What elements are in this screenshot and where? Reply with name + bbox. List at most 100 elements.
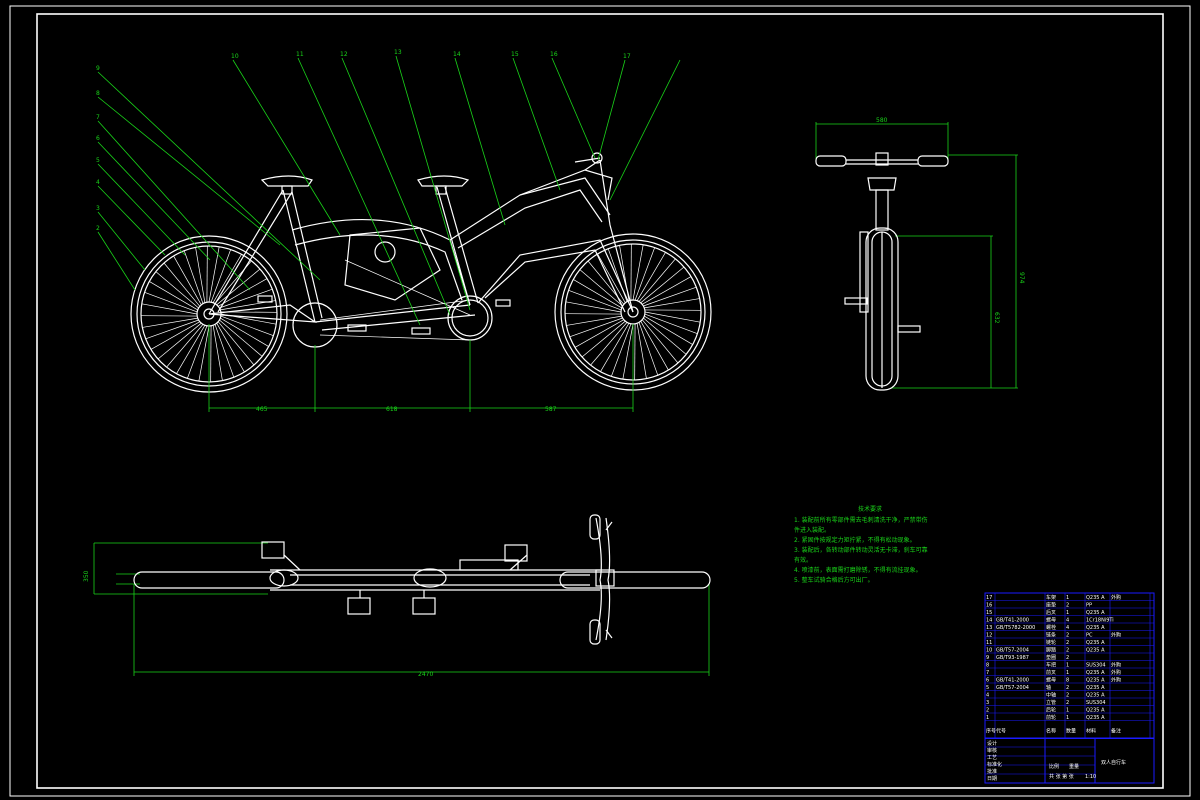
bom-cell-mat: Q235 A	[1086, 610, 1105, 616]
balloon-label: 15	[511, 51, 519, 58]
bom-cell-no: 7	[986, 670, 989, 676]
balloon-label: 3	[96, 205, 100, 212]
note-line: 1. 装配前所有零部件需去毛刺清洗干净，严禁带伤	[794, 516, 928, 524]
dim-side-front: 587	[545, 406, 557, 413]
bom-cell-note: 外购	[1111, 632, 1121, 639]
bom-cell-mat: PC	[1086, 633, 1093, 639]
bom-cell-qty: 2	[1066, 633, 1069, 639]
bom-cell-mat: Q235 A	[1086, 708, 1105, 714]
bom-cell-name: 链轮	[1046, 639, 1056, 646]
dim-front-wheel: 632	[993, 312, 1000, 324]
bom-cell-mat: SUS304	[1086, 700, 1106, 706]
balloon-label: 13	[394, 49, 402, 56]
balloon-label: 10	[231, 53, 239, 60]
bom-cell-qty: 1	[1066, 663, 1069, 669]
bom-cell-no: 13	[986, 625, 992, 631]
bom-cell-note: 外购	[1111, 594, 1121, 601]
bom-cell-no: 2	[986, 708, 989, 714]
bom-cell-no: 17	[986, 595, 992, 601]
title-label: 标准化	[987, 761, 1002, 768]
bom-cell-qty: 1	[1066, 708, 1069, 714]
bom-header-no: 序号	[986, 728, 996, 735]
bom-cell-name: 螺母	[1046, 677, 1056, 684]
note-line: 件进入装配。	[794, 526, 830, 534]
bom-cell-mat: Q235 A	[1086, 625, 1105, 631]
bom-cell-qty: 1	[1066, 595, 1069, 601]
bom-cell-qty: 2	[1066, 700, 1069, 706]
balloon-label: 12	[340, 51, 348, 58]
dim-side-rear: 465	[256, 406, 268, 413]
bom-cell-qty: 2	[1066, 685, 1069, 691]
drawing-name: 双人自行车	[1101, 759, 1126, 766]
bom-cell-name: 后叉	[1046, 609, 1056, 616]
bom-cell-name: 螺母	[1046, 617, 1056, 624]
bom-cell-name: 座垫	[1046, 602, 1056, 609]
note-line: 5. 整车试骑合格后方可出厂。	[794, 576, 874, 584]
bom-header-name: 名称	[1046, 728, 1056, 735]
title-label: 批准	[987, 768, 997, 775]
balloon-label: 14	[453, 51, 461, 58]
bom-cell-mat: Q235 A	[1086, 670, 1105, 676]
bom-cell-code: GB/T41-2000	[996, 618, 1029, 624]
dim-top-length: 2470	[418, 671, 433, 678]
dim-front-width: 580	[876, 117, 888, 124]
bom-cell-code: GB/T57-2004	[996, 685, 1029, 691]
balloon-label: 17	[623, 53, 631, 60]
bom-cell-name: 脚踏	[1046, 647, 1056, 654]
front-view: 580 974 632	[815, 117, 1025, 391]
bom-cell-no: 15	[986, 610, 992, 616]
dim-top-width: 350	[83, 570, 90, 582]
balloon-label: 4	[96, 179, 100, 186]
bom-cell-qty: 2	[1066, 640, 1069, 646]
bom-cell-note: 外购	[1111, 677, 1121, 684]
bom-header-mat: 材料	[1086, 728, 1096, 735]
bom-cell-mat: Q235 A	[1086, 693, 1105, 699]
note-line: 有效。	[794, 556, 812, 564]
bom-cell-no: 16	[986, 603, 992, 609]
bom-cell-qty: 2	[1066, 655, 1069, 661]
bom-cell-qty: 8	[1066, 678, 1069, 684]
title-label: 工艺	[987, 755, 997, 761]
scale-value: 1:10	[1085, 774, 1096, 780]
bom-cell-qty: 1	[1066, 715, 1069, 721]
bom-cell-note: 外购	[1111, 662, 1121, 669]
bom-cell-no: 14	[986, 618, 992, 624]
balloon-label: 7	[96, 114, 100, 121]
bom-cell-no: 5	[986, 685, 989, 691]
bom-cell-no: 4	[986, 693, 989, 699]
bom-cell-no: 9	[986, 655, 989, 661]
balloon-label: 16	[550, 51, 558, 58]
balloon-label: 5	[96, 157, 100, 164]
bom-cell-mat: PP	[1086, 603, 1092, 609]
bom-cell-no: 12	[986, 633, 992, 639]
bom-cell-mat: Q235 A	[1086, 715, 1105, 721]
balloon-label: 6	[96, 135, 100, 142]
title-label: 设计	[987, 740, 997, 747]
notes-title: 技术要求	[858, 505, 882, 513]
bom-cell-no: 8	[986, 663, 989, 669]
bom-cell-mat: Q235 A	[1086, 640, 1105, 646]
bom-cell-mat: SUS304	[1086, 663, 1106, 669]
bom-cell-name: 前轮	[1046, 714, 1056, 721]
bom-cell-name: 中轴	[1046, 692, 1056, 699]
sheet-label: 共 张 第 张	[1049, 773, 1074, 780]
balloon-label: 11	[296, 51, 304, 58]
bom-cell-name: 轴	[1046, 684, 1051, 691]
bom-cell-name: 后轮	[1046, 707, 1056, 714]
title-label: 日期	[987, 776, 997, 782]
bom-cell-no: 1	[986, 715, 989, 721]
top-view: 2470 350	[83, 514, 711, 678]
bom-cell-no: 3	[986, 700, 989, 706]
bom-cell-qty: 2	[1066, 648, 1069, 654]
bom-cell-mat: Q235 A	[1086, 595, 1105, 601]
bom-header-code: 代号	[996, 728, 1006, 735]
bom-cell-note: 外购	[1111, 669, 1121, 676]
bom-cell-name: 链条	[1046, 632, 1056, 639]
bom-cell-name: 前叉	[1046, 669, 1056, 676]
bom-cell-name: 垫圈	[1046, 654, 1056, 661]
bom-cell-code: GB/T57-2004	[996, 648, 1029, 654]
